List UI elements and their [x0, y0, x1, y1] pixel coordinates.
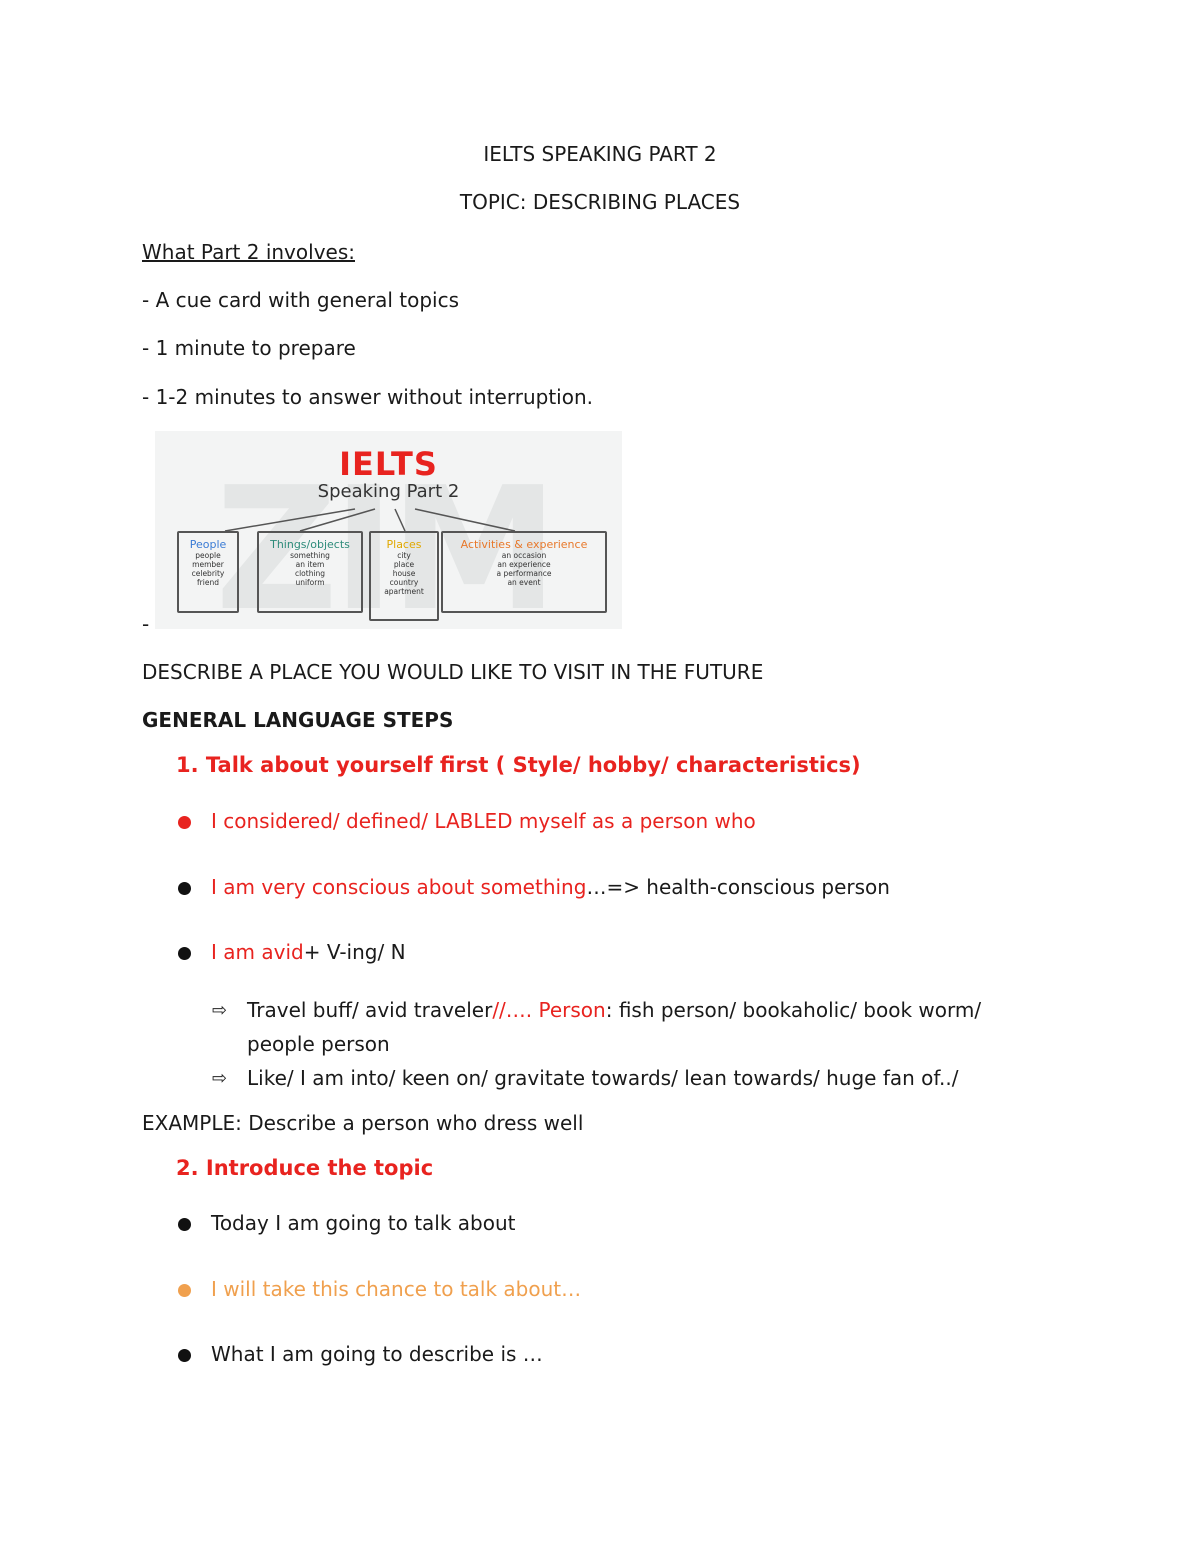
image-dash: -	[142, 612, 150, 636]
arrow-right-icon: ⇨	[212, 1068, 228, 1089]
step-1-bullet-2-red: I am very conscious about something	[211, 875, 587, 899]
diagram-title: IELTS	[339, 445, 438, 483]
bullet-icon	[178, 1284, 191, 1297]
diagram-box-places: Places city place house country apartmen…	[369, 531, 439, 621]
diagram-box-line: celebrity	[191, 569, 225, 578]
diagram-watermark: ZIM	[215, 451, 559, 629]
diagram-box-line: member	[192, 560, 224, 569]
intro-item-1: - A cue card with general topics	[142, 288, 460, 312]
step-1-sub-1-b: : fish person/ bookaholic/ book worm/	[605, 998, 982, 1022]
diagram-box-things: Things/objects something an item clothin…	[257, 531, 363, 613]
step-1-sub-2: Like/ I am into/ keen on/ gravitate towa…	[247, 1066, 959, 1090]
bullet-icon	[178, 947, 191, 960]
diagram-box-line: an experience	[497, 560, 551, 569]
cue-card-prompt: DESCRIBE A PLACE YOU WOULD LIKE TO VISIT…	[142, 660, 764, 684]
intro-item-3: - 1-2 minutes to answer without interrup…	[142, 385, 593, 409]
step-1-bullet-3-black: + V-ing/ N	[303, 940, 406, 964]
step-1-title: 1. Talk about yourself first ( Style/ ho…	[176, 753, 861, 777]
diagram-box-activities: Activities & experience an occasion an e…	[441, 531, 607, 613]
bullet-icon	[178, 1218, 191, 1231]
section-heading: GENERAL LANGUAGE STEPS	[142, 708, 454, 732]
diagram-box-line: city	[397, 551, 411, 560]
step-1-sub-1: Travel buff/ avid traveler//…. Person: f…	[247, 998, 981, 1022]
diagram-box-activities-label: Activities & experience	[460, 538, 588, 551]
step-2-bullet-1: Today I am going to talk about	[211, 1211, 516, 1235]
diagram-box-line: something	[290, 551, 330, 560]
bullet-icon	[178, 882, 191, 895]
step-1-sub-1-red: //…. Person	[492, 998, 606, 1022]
diagram-box-line: friend	[197, 578, 219, 587]
diagram-box-line: uniform	[295, 578, 325, 587]
document-topic: TOPIC: DESCRIBING PLACES	[459, 190, 741, 214]
intro-item-2: - 1 minute to prepare	[142, 336, 356, 360]
diagram-box-people-label: People	[189, 538, 227, 551]
diagram-box-line: people	[195, 551, 221, 560]
diagram-box-line: an event	[507, 578, 541, 587]
diagram-box-people: People people member celebrity friend	[177, 531, 239, 613]
diagram-box-line: clothing	[294, 569, 326, 578]
diagram-box-line: an occasion	[501, 551, 547, 560]
step-2-bullet-3: What I am going to describe is …	[211, 1342, 543, 1366]
diagram-box-line: an item	[295, 560, 325, 569]
arrow-right-icon: ⇨	[212, 1000, 228, 1021]
document-title: IELTS SPEAKING PART 2	[483, 142, 717, 166]
step-1-sub-1-a: Travel buff/ avid traveler	[247, 998, 493, 1022]
diagram-box-places-label: Places	[386, 538, 422, 551]
diagram-box-line: a performance	[496, 569, 552, 578]
intro-heading: What Part 2 involves:	[142, 240, 355, 264]
diagram-connectors	[224, 508, 516, 532]
example-line: EXAMPLE: Describe a person who dress wel…	[142, 1111, 584, 1135]
bullet-icon	[178, 816, 191, 829]
step-2-title: 2. Introduce the topic	[176, 1156, 434, 1180]
step-1-sub-1-cont: people person	[247, 1032, 390, 1056]
step-1-bullet-2-black: …=> health-conscious person	[586, 875, 890, 899]
bullet-icon	[178, 1349, 191, 1362]
diagram-box-line: place	[393, 560, 415, 569]
step-1-bullet-1: I considered/ defined/ LABLED myself as …	[211, 809, 756, 833]
step-1-bullet-2: I am very conscious about something…=> h…	[211, 875, 890, 899]
diagram-subtitle: Speaking Part 2	[317, 481, 460, 502]
diagram-box-line: apartment	[384, 587, 424, 596]
step-1-bullet-3-red: I am avid	[211, 940, 304, 964]
diagram-box-things-label: Things/objects	[270, 538, 350, 551]
step-2-bullet-2: I will take this chance to talk about…	[211, 1277, 582, 1301]
ielts-diagram-image: ZIM IELTS Speaking Part 2 People people …	[155, 431, 622, 629]
diagram-box-line: country	[389, 578, 419, 587]
step-1-bullet-3: I am avid+ V-ing/ N	[211, 940, 406, 964]
diagram-box-line: house	[392, 569, 416, 578]
